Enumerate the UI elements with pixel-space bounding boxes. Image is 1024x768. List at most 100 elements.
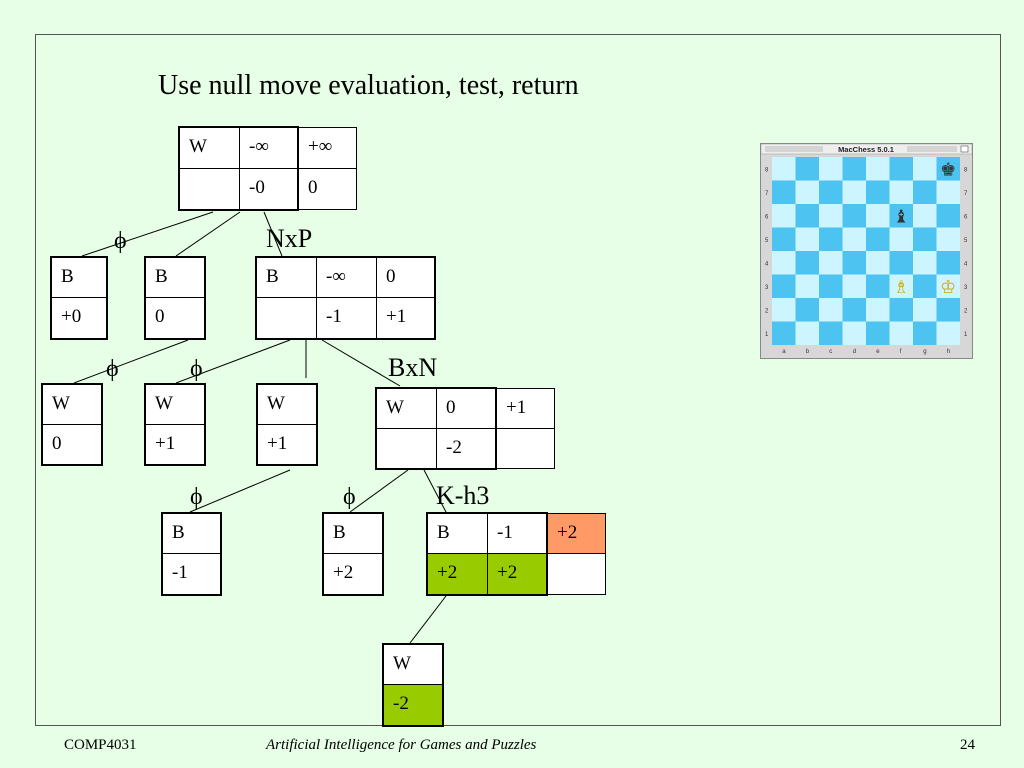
board-square[interactable] — [843, 228, 867, 252]
board-square[interactable] — [772, 228, 796, 252]
node-highlight-cell: +2 — [428, 554, 488, 594]
board-square[interactable] — [890, 157, 914, 181]
board-square[interactable] — [772, 275, 796, 299]
board-square[interactable] — [819, 251, 843, 275]
board-square[interactable] — [913, 228, 937, 252]
board-square[interactable] — [913, 181, 937, 205]
board-square[interactable] — [937, 204, 961, 228]
chess-board: MacChess 5.0.1 8877665544332211 abcdefgh… — [761, 144, 972, 358]
node-value-cell: -2 — [437, 429, 495, 468]
node-value-cell: +1 — [377, 298, 434, 338]
board-square[interactable] — [819, 157, 843, 181]
board-square[interactable] — [796, 228, 820, 252]
board-square[interactable] — [890, 228, 914, 252]
board-square[interactable] — [913, 251, 937, 275]
board-square[interactable] — [819, 298, 843, 322]
board-square[interactable] — [843, 204, 867, 228]
tree-node-l3a: B -1 — [161, 512, 222, 596]
node-value-cell: 0 — [299, 169, 356, 209]
tree-node-l2c: W +1 — [256, 383, 318, 466]
board-square[interactable] — [866, 322, 890, 346]
board-square[interactable] — [937, 298, 961, 322]
board-square[interactable] — [796, 275, 820, 299]
node-value-cell: -1 — [163, 554, 220, 594]
board-square[interactable] — [937, 181, 961, 205]
board-square[interactable] — [819, 228, 843, 252]
board-square[interactable] — [913, 204, 937, 228]
window-zoom-icon[interactable] — [961, 146, 968, 152]
node-value-cell: -0 — [240, 169, 299, 209]
board-square[interactable] — [913, 322, 937, 346]
board-square[interactable] — [890, 251, 914, 275]
footer-course-code: COMP4031 — [64, 737, 137, 754]
node-highlight-cell: +2 — [488, 554, 546, 594]
rank-label: 4 — [765, 261, 769, 267]
board-square[interactable] — [866, 157, 890, 181]
board-square[interactable] — [819, 181, 843, 205]
rank-label: 2 — [964, 308, 968, 314]
board-square[interactable] — [843, 251, 867, 275]
rank-label: 7 — [765, 191, 769, 197]
board-square[interactable] — [796, 204, 820, 228]
null-move-symbol: ϕ — [106, 356, 119, 383]
board-square[interactable] — [796, 298, 820, 322]
board-square[interactable] — [937, 228, 961, 252]
board-square[interactable] — [866, 275, 890, 299]
node-empty-cell — [257, 298, 317, 338]
board-square[interactable] — [843, 157, 867, 181]
node-player-cell: W — [180, 128, 240, 169]
board-square[interactable] — [866, 228, 890, 252]
board-square[interactable] — [890, 322, 914, 346]
board-square[interactable] — [890, 298, 914, 322]
board-square[interactable] — [913, 275, 937, 299]
board-square[interactable] — [913, 298, 937, 322]
board-squares — [772, 157, 960, 345]
board-square[interactable] — [937, 251, 961, 275]
board-square[interactable] — [819, 204, 843, 228]
white-bishop-icon[interactable]: ♗ — [893, 277, 909, 298]
board-square[interactable] — [843, 298, 867, 322]
board-square[interactable] — [796, 157, 820, 181]
node-player-cell: W — [146, 385, 204, 425]
board-square[interactable] — [866, 298, 890, 322]
board-square[interactable] — [913, 157, 937, 181]
board-square[interactable] — [843, 275, 867, 299]
board-square[interactable] — [772, 298, 796, 322]
board-square[interactable] — [819, 275, 843, 299]
edge-l1c-l2a — [74, 340, 188, 383]
board-square[interactable] — [772, 322, 796, 346]
board-square[interactable] — [772, 204, 796, 228]
edge-l3c-l4a — [410, 596, 446, 643]
board-square[interactable] — [796, 322, 820, 346]
file-label: f — [900, 349, 902, 355]
tree-node-root-beta: +∞ 0 — [298, 127, 357, 210]
board-square[interactable] — [937, 322, 961, 346]
node-player-cell: W — [377, 389, 437, 429]
node-alpha-cell: -∞ — [240, 128, 299, 169]
chess-board-window: MacChess 5.0.1 8877665544332211 abcdefgh… — [760, 143, 973, 359]
board-square[interactable] — [866, 204, 890, 228]
tree-node-l3c-beta: +2 — [547, 513, 606, 595]
board-square[interactable] — [772, 251, 796, 275]
board-square[interactable] — [843, 181, 867, 205]
board-square[interactable] — [843, 322, 867, 346]
board-square[interactable] — [772, 181, 796, 205]
window-title: MacChess 5.0.1 — [838, 145, 894, 154]
node-player-cell: B — [428, 514, 488, 554]
tree-node-l1b: B 0 — [144, 256, 206, 340]
board-square[interactable] — [819, 322, 843, 346]
board-square[interactable] — [796, 251, 820, 275]
board-square[interactable] — [772, 157, 796, 181]
board-square[interactable] — [796, 181, 820, 205]
black-king-icon[interactable]: ♚ — [940, 159, 956, 180]
white-king-icon[interactable]: ♔ — [940, 277, 956, 298]
black-bishop-icon[interactable]: ♝ — [893, 206, 909, 227]
node-player-cell: W — [43, 385, 101, 425]
board-square[interactable] — [866, 251, 890, 275]
board-square[interactable] — [890, 181, 914, 205]
node-beta-cell: 0 — [377, 258, 434, 298]
footer-page-number: 24 — [960, 737, 975, 754]
file-label: e — [876, 349, 880, 355]
board-square[interactable] — [866, 181, 890, 205]
node-player-cell: B — [163, 514, 220, 554]
